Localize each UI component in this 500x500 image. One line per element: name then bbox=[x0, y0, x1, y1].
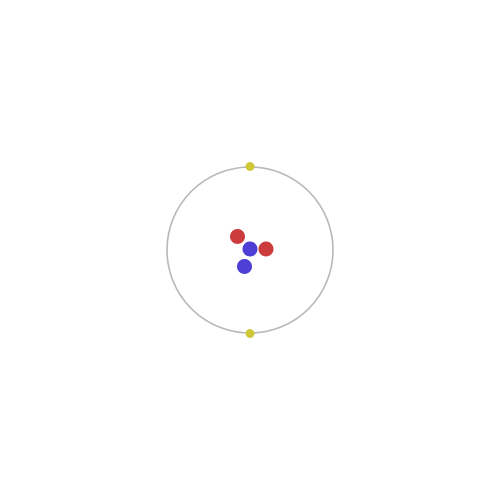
electron bbox=[245, 162, 255, 171]
proton bbox=[258, 241, 274, 257]
neutron bbox=[242, 241, 258, 257]
proton bbox=[230, 229, 245, 244]
electron bbox=[245, 329, 255, 338]
neutron bbox=[237, 259, 252, 274]
nucleus bbox=[230, 229, 274, 274]
